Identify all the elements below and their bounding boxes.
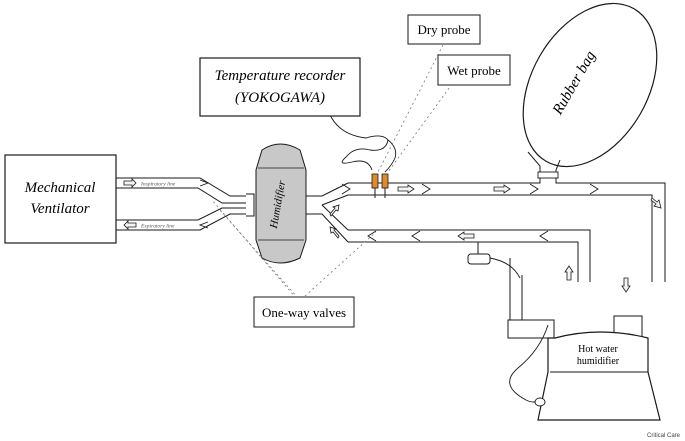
rubber-bag-body [522,2,658,168]
one-way-valve-icon [198,179,599,242]
hot-water-humidifier-body [537,331,661,421]
one-way-valves-label: One-way valves [262,305,346,320]
temperature-recorder-box [199,57,361,117]
flow-arrow-icon [329,226,340,239]
temperature-probe-icon [371,173,379,189]
rubber-bag: Rubber bag [522,2,658,179]
hot-water-humidifier-label-1: Hot water [578,344,618,355]
flow-arrow-icon [329,204,340,217]
expiratory-line-label: Expiratory line [140,224,175,230]
temperature-recorder-label-1: Temperature recorder [215,68,346,84]
probe-junction [371,173,389,198]
temperature-recorder: Temperature recorder (YOKOGAWA) [199,57,361,117]
one-way-valves: One-way valves [253,296,355,328]
dry-probe-box [407,14,481,45]
y-connector [306,182,349,243]
hot-water-humidifier: Hot water humidifier [507,315,661,421]
credit-label: Critical Care [647,433,681,439]
hot-water-humidifier-label-2: humidifier [577,356,620,367]
humidifier: Humidifier [255,143,307,264]
expiratory-sensor [467,242,521,279]
main-circuit [348,176,666,325]
flow-arrow-icon [650,197,662,209]
flow-arrow-icon [564,265,574,281]
inspiratory-line-label: Inspiratory line [140,182,176,188]
ventilator-tubing [116,177,255,231]
flow-arrow-icon [397,184,415,194]
recorder-cable [329,114,397,173]
humidifier-canister [255,143,307,264]
temperature-probe-icon [381,173,389,189]
dry-probe-label: Dry probe [417,22,470,37]
one-way-valves-box [253,296,355,328]
wet-probe-label: Wet probe [447,63,501,78]
mechanical-ventilator-box [4,154,117,244]
temperature-recorder-label-2: (YOKOGAWA) [235,90,325,106]
mechanical-ventilator: Mechanical Ventilator [4,154,117,244]
flow-arrow-icon [123,178,137,188]
flow-arrow-icon [493,184,511,194]
wet-probe: Wet probe [437,54,511,86]
flow-arrow-icon [457,231,475,241]
wet-probe-box [437,54,511,86]
leader-lines [211,44,456,299]
mechanical-ventilator-label-1: Mechanical [24,180,96,196]
flow-arrow-icon [123,220,137,230]
flow-arrow-icon [621,277,631,293]
dry-probe: Dry probe [407,14,481,45]
mechanical-ventilator-label-2: Ventilator [30,201,89,217]
